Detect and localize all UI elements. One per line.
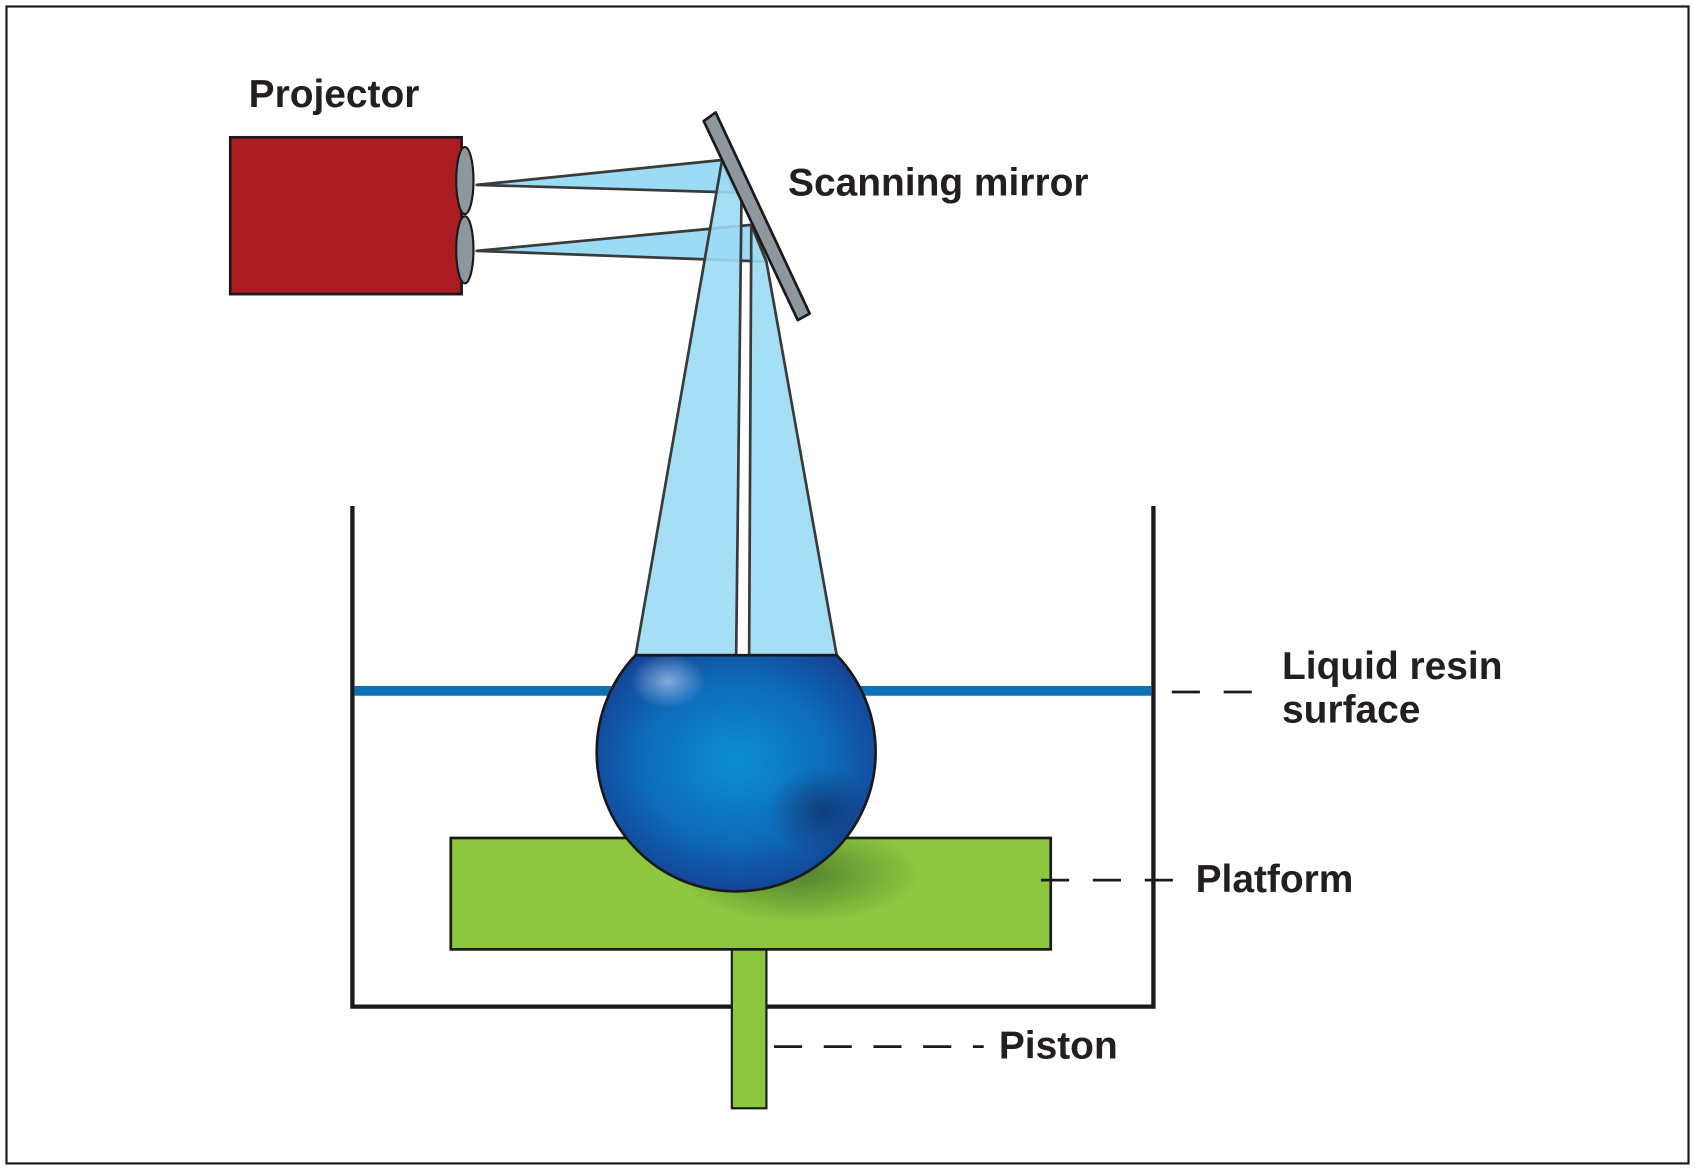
projector-lens-top xyxy=(455,145,475,216)
projector-lens-bottom xyxy=(455,215,475,285)
liquid-resin-label-line1: Liquid resin xyxy=(1282,645,1502,688)
piston-label: Piston xyxy=(999,1025,1118,1068)
sphere-highlight xyxy=(630,655,706,709)
reflected-beams xyxy=(634,158,839,657)
printed-sphere xyxy=(595,653,877,893)
liquid-resin-label-line2: surface xyxy=(1282,688,1420,731)
scanning-mirror-label: Scanning mirror xyxy=(788,162,1088,205)
projector xyxy=(228,135,475,296)
scanning-mirror xyxy=(702,111,812,322)
platform-label: Platform xyxy=(1196,858,1354,901)
sphere-outline xyxy=(595,653,877,893)
piston xyxy=(730,947,768,1110)
leader-lines xyxy=(773,690,1262,1049)
projector-body xyxy=(228,135,463,296)
projector-label: Projector xyxy=(249,73,420,116)
